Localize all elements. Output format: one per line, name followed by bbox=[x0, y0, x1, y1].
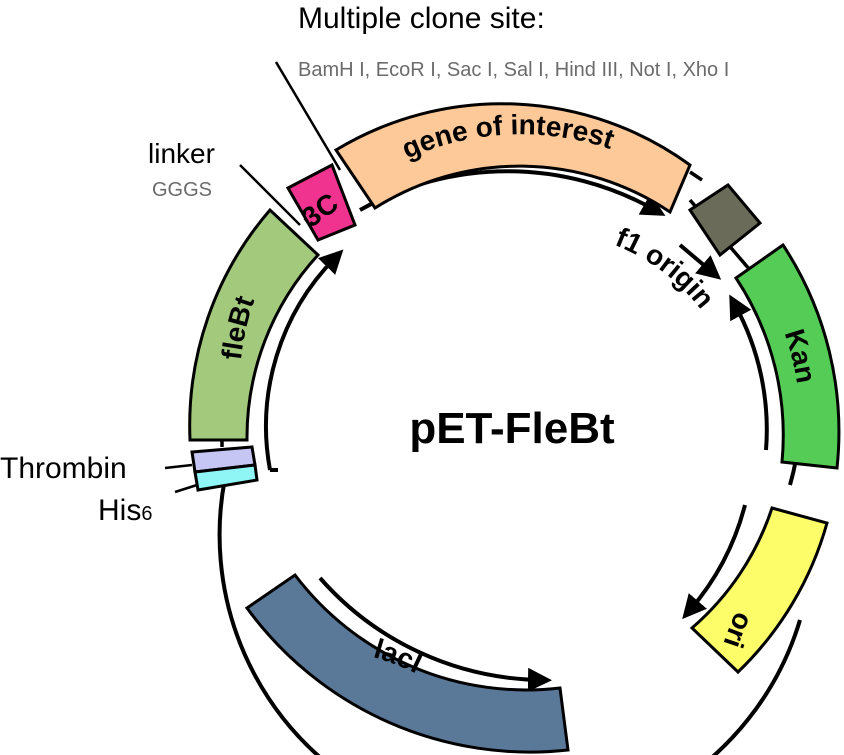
plasmid-title: pET-FleBt bbox=[409, 404, 615, 453]
thrombin-label: Thrombin bbox=[0, 452, 127, 485]
feature-gene-of-interest[interactable] bbox=[333, 102, 692, 215]
feature-f1-origin-box[interactable] bbox=[687, 183, 763, 258]
linker-label: linker bbox=[148, 138, 215, 169]
feature-ori[interactable] bbox=[689, 506, 829, 675]
his-label: His6 bbox=[98, 494, 152, 527]
linker-sequence: GGGS bbox=[152, 179, 212, 201]
mcs-leader-line bbox=[274, 61, 342, 171]
feature-laci[interactable] bbox=[244, 572, 570, 754]
mcs-heading: Multiple clone site: bbox=[298, 2, 545, 35]
his-leader-line bbox=[174, 483, 198, 494]
linker-leader-line bbox=[239, 164, 301, 226]
feature-kan[interactable] bbox=[733, 242, 841, 470]
feature-flebt[interactable] bbox=[188, 207, 321, 442]
feature-3c[interactable] bbox=[285, 162, 357, 242]
mcs-sites: BamH I, EcoR I, Sac I, Sal I, Hind III, … bbox=[298, 59, 729, 81]
thrombin-leader-line bbox=[164, 463, 193, 470]
feature-his6[interactable] bbox=[193, 463, 259, 492]
